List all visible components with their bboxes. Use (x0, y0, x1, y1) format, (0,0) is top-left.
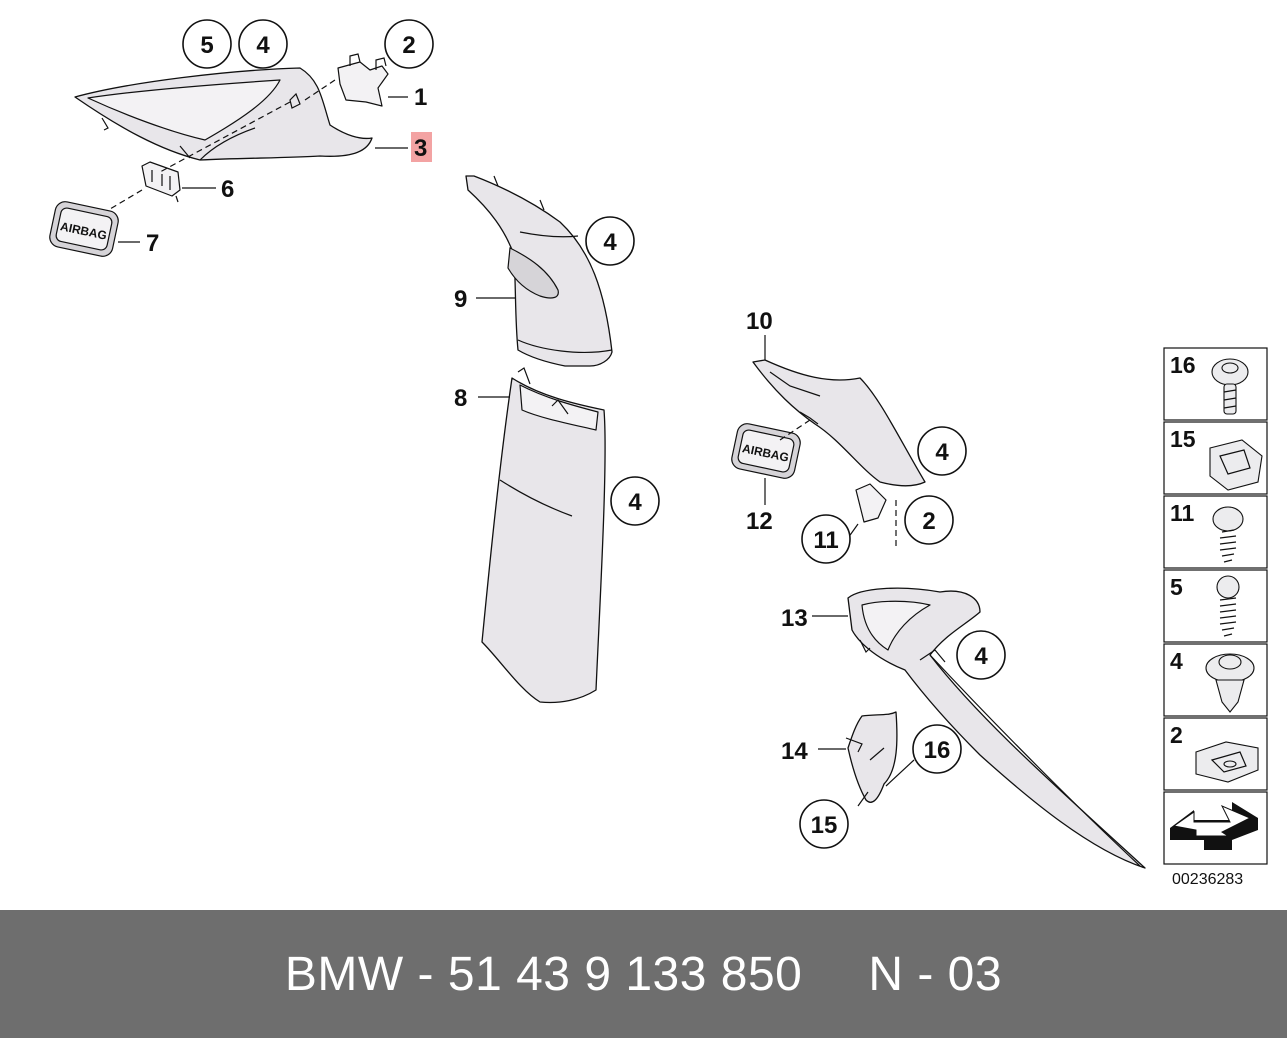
a-pillar-upper-trim[interactable] (74, 67, 373, 161)
callout-text: 4 (974, 643, 988, 670)
callout-text: 4 (628, 489, 642, 516)
screw-icon (1212, 506, 1244, 563)
b-pillar-lower-trim[interactable] (481, 367, 606, 704)
label-7: 7 (146, 230, 159, 257)
expanding-rivet-icon (1205, 653, 1255, 713)
callout-text: 4 (603, 229, 617, 256)
label-10: 10 (746, 308, 773, 335)
hardware-cell-16[interactable]: 16 (1163, 347, 1268, 421)
label-9: 9 (454, 286, 467, 313)
screw-icon (1211, 358, 1249, 415)
callout-1[interactable]: 5 (182, 19, 232, 69)
direction-arrow-icon (1170, 802, 1258, 850)
hardware-label: 2 (1170, 722, 1183, 748)
bracket-part-1[interactable] (337, 53, 389, 107)
hardware-label: 15 (1170, 426, 1196, 452)
clip-icon (1195, 741, 1259, 783)
hardware-cell-arrow[interactable] (1163, 791, 1268, 865)
callout-7[interactable]: 11 (801, 514, 851, 564)
c-pillar-upper-trim[interactable] (752, 359, 926, 487)
callout-text: 15 (811, 812, 838, 839)
callout-6[interactable]: 4 (917, 426, 967, 476)
hardware-cell-2[interactable]: 2 (1163, 717, 1268, 791)
lower-rear-trim[interactable] (847, 587, 1146, 869)
label-12: 12 (746, 508, 773, 535)
parts-diagram: AIRBAG AIRBAG (48, 19, 1268, 888)
hardware-cell-4[interactable]: 4 (1163, 643, 1268, 717)
callout-text: 11 (813, 527, 838, 554)
b-pillar-upper-trim[interactable] (465, 175, 613, 367)
clip-nut-icon (1209, 439, 1263, 491)
callout-text: 4 (256, 32, 270, 59)
trim-clip-11[interactable] (855, 483, 887, 523)
airbag-emblem-right[interactable]: AIRBAG (730, 422, 802, 480)
footer-bar: BMW - 51 43 9 133 850 N - 03 (0, 910, 1287, 1038)
label-8: 8 (454, 385, 467, 412)
page-reference-text: N - 03 (868, 947, 1003, 1001)
bracket-part-14[interactable] (845, 711, 898, 803)
callout-8[interactable]: 2 (904, 495, 954, 545)
callout-10[interactable]: 16 (912, 724, 962, 774)
hardware-label: 11 (1170, 500, 1195, 526)
label-6: 6 (221, 176, 234, 203)
part-number-text: BMW - 51 43 9 133 850 (284, 947, 803, 1001)
callout-9[interactable]: 4 (956, 630, 1006, 680)
clip-part-6[interactable] (141, 161, 181, 203)
hardware-cell-5[interactable]: 5 (1163, 569, 1268, 643)
airbag-emblem-left[interactable]: AIRBAG (48, 200, 120, 258)
label-3: 3 (414, 135, 427, 162)
callout-11[interactable]: 15 (799, 799, 849, 849)
label-1: 1 (414, 84, 427, 111)
hardware-label: 16 (1170, 352, 1196, 378)
hardware-label: 4 (1170, 648, 1183, 674)
hardware-cell-11[interactable]: 11 (1163, 495, 1268, 569)
callout-5[interactable]: 4 (610, 476, 660, 526)
callout-2[interactable]: 4 (238, 19, 288, 69)
callout-text: 4 (935, 439, 949, 466)
label-14: 14 (781, 738, 808, 765)
callout-3[interactable]: 2 (384, 19, 434, 69)
highlight-marker (411, 132, 432, 162)
label-13: 13 (781, 605, 808, 632)
diagram-reference-number: 00236283 (1172, 871, 1243, 888)
callout-text: 16 (924, 737, 951, 764)
hardware-cell-15[interactable]: 15 (1163, 421, 1268, 495)
callout-text: 2 (922, 508, 935, 535)
hardware-panel: 16 15 11 5 (1163, 347, 1268, 888)
screw-icon (1216, 575, 1240, 637)
callout-text: 5 (200, 32, 213, 59)
callout-4[interactable]: 4 (585, 216, 635, 266)
hardware-label: 5 (1170, 574, 1183, 600)
callout-text: 2 (402, 32, 415, 59)
